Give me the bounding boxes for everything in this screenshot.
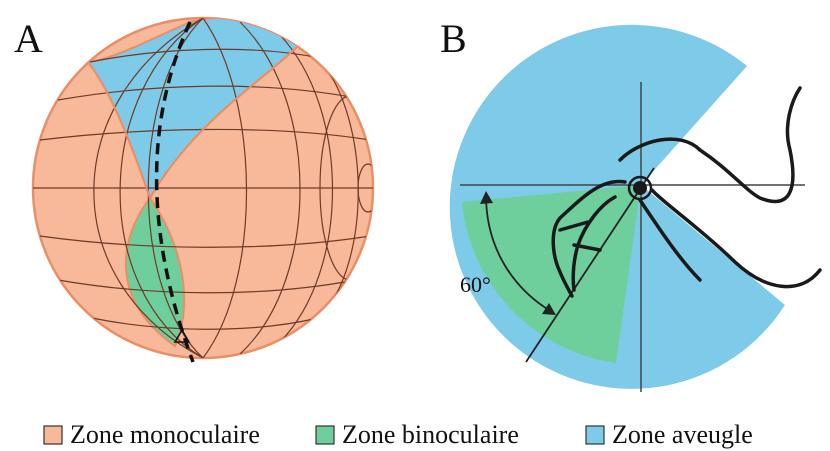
sphere-grid xyxy=(33,18,373,358)
panel-b: 60° B xyxy=(440,16,822,392)
legend: Zone monoculaire Zone binoculaire Zone a… xyxy=(43,420,753,449)
bird-eye-ring xyxy=(627,175,653,201)
panel-a-label: A xyxy=(14,16,43,61)
angle-arc xyxy=(485,194,553,313)
panel-a: A xyxy=(14,16,375,363)
topview-binocular-zone xyxy=(462,185,641,363)
panel-b-label: B xyxy=(440,16,467,61)
dashed-meridian xyxy=(154,21,195,363)
sphere-marker-triangle xyxy=(173,328,191,343)
legend-label-blind: Zone aveugle xyxy=(612,420,753,449)
legend-item-blind: Zone aveugle xyxy=(585,420,753,449)
legend-label-monocular: Zone monoculaire xyxy=(70,420,260,449)
angle-arrow-bottom xyxy=(542,303,556,315)
angle-label: 60° xyxy=(460,272,491,297)
legend-swatch-binocular xyxy=(315,425,335,445)
sight-line xyxy=(525,167,655,363)
legend-item-binocular: Zone binoculaire xyxy=(315,420,519,449)
legend-swatch-blind xyxy=(585,425,605,445)
legend-swatch-monocular xyxy=(43,425,63,445)
bird-head-outline xyxy=(551,86,822,298)
bird-eye-icon xyxy=(633,181,647,195)
legend-item-monocular: Zone monoculaire xyxy=(43,420,260,449)
angle-arrow-top xyxy=(480,191,493,204)
legend-label-binocular: Zone binoculaire xyxy=(342,420,519,449)
